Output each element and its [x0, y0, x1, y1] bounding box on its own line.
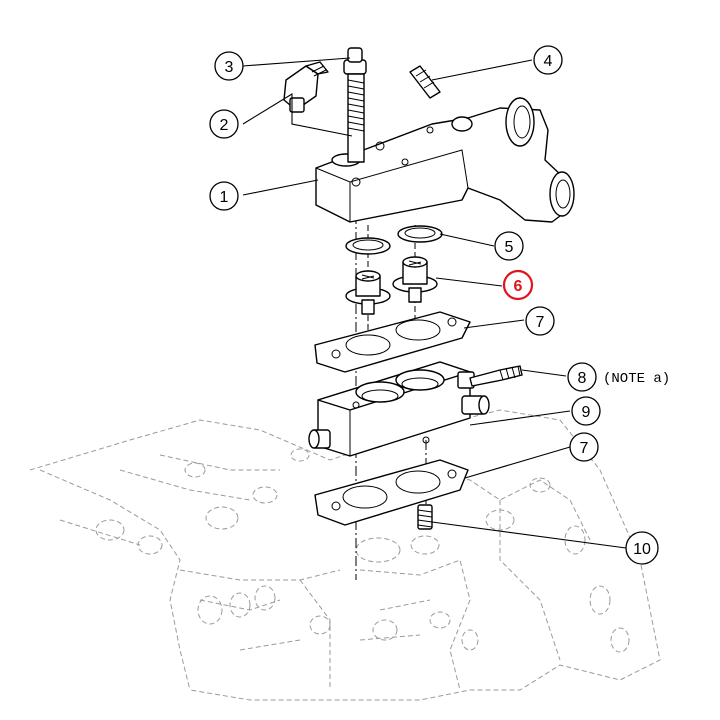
upper-gasket-part-7: [314, 311, 471, 373]
callout-7-upper-label: 7: [536, 314, 545, 331]
seal-ring-part-5: [345, 225, 443, 255]
callout-5: 5: [494, 231, 524, 261]
callout-4-label: 4: [544, 53, 553, 70]
callout-4: 4: [533, 45, 563, 75]
callout-7-lower-label: 7: [580, 440, 589, 457]
leader-lines: [242, 57, 627, 549]
elbow-fitting-part-2: [283, 61, 329, 113]
callout-8-label: 8: [578, 370, 587, 387]
callout-8: 8: [567, 362, 597, 392]
stud-part-10: [417, 504, 433, 530]
note-a-text: (NOTE a): [603, 371, 670, 387]
callout-9: 9: [571, 396, 601, 426]
callout-1: 1: [209, 181, 239, 211]
thermostat-part-6-right: [392, 256, 438, 303]
callout-7-upper: 7: [525, 306, 555, 336]
thermostat-part-6-left: [345, 270, 391, 315]
upper-housing-part-1: [315, 97, 575, 223]
lower-housing-part-9: [308, 361, 490, 457]
callout-5-label: 5: [505, 239, 514, 256]
callout-3-label: 3: [225, 59, 234, 76]
callout-2: 2: [209, 109, 239, 139]
callout-9-label: 9: [582, 404, 591, 421]
callout-2-label: 2: [220, 117, 229, 134]
callout-3: 3: [214, 51, 244, 81]
callout-10: 10: [625, 531, 659, 565]
callout-6-label: 6: [514, 278, 523, 295]
callout-7-lower: 7: [569, 432, 599, 462]
lower-gasket-part-7: [314, 459, 469, 526]
callout-10-label: 10: [633, 541, 651, 558]
callout-1-label: 1: [220, 189, 229, 206]
callout-6: 6: [502, 269, 534, 301]
plug-part-8: [469, 365, 523, 387]
plug-part-4: [409, 65, 441, 99]
bolt-part-3: [343, 47, 367, 163]
